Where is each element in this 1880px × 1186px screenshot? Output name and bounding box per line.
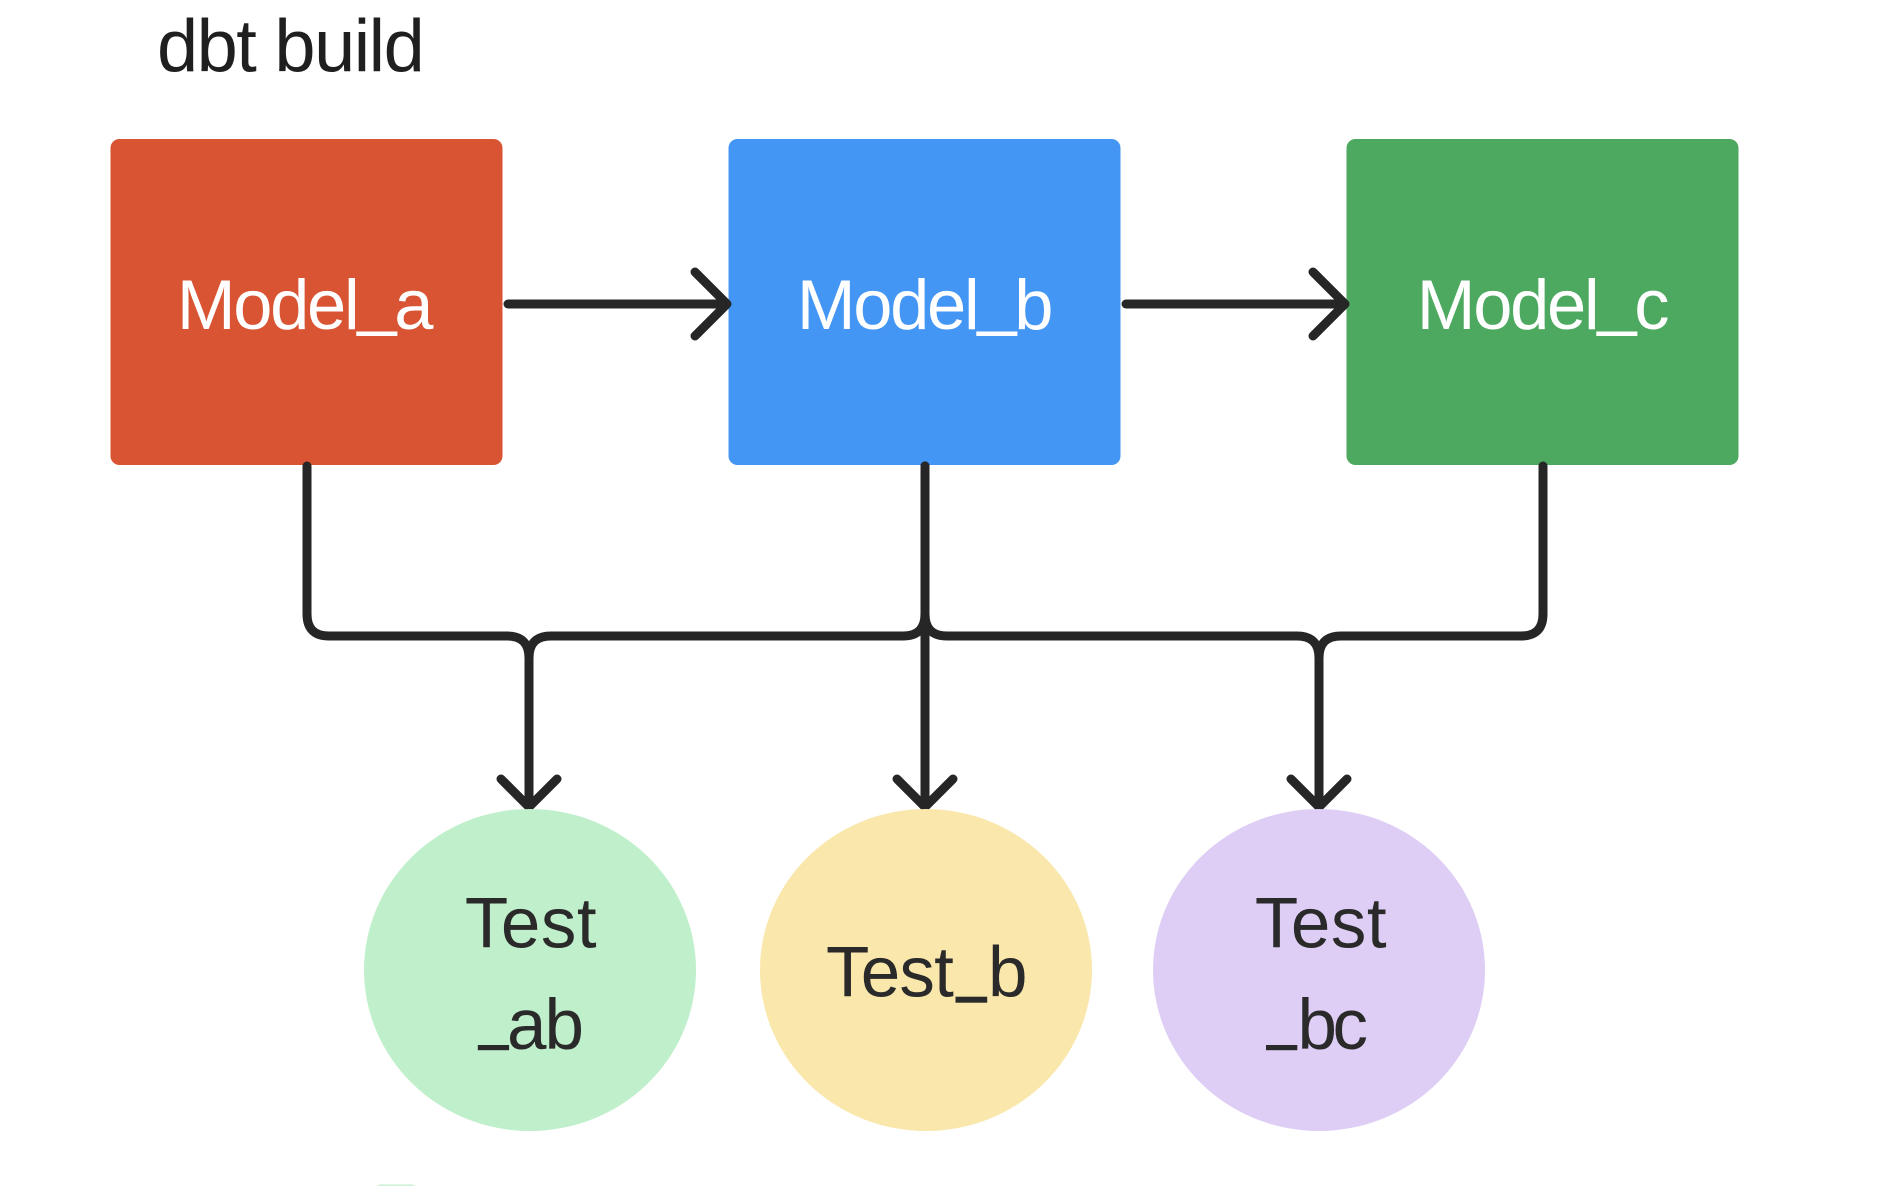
svg-text:dbt build: dbt build <box>157 5 423 88</box>
svg-text:Model_a: Model_a <box>177 258 434 344</box>
svg-text:Test: Test <box>465 885 597 964</box>
svg-text:Model_c: Model_c <box>1417 258 1668 344</box>
svg-text:Model_b: Model_b <box>797 258 1051 344</box>
svg-text:Test: Test <box>1255 885 1387 964</box>
svg-text:bc: bc <box>1298 986 1367 1065</box>
svg-text:b: b <box>988 933 1028 1012</box>
svg-text:Test: Test <box>826 933 954 1012</box>
svg-text:ab: ab <box>507 986 582 1065</box>
